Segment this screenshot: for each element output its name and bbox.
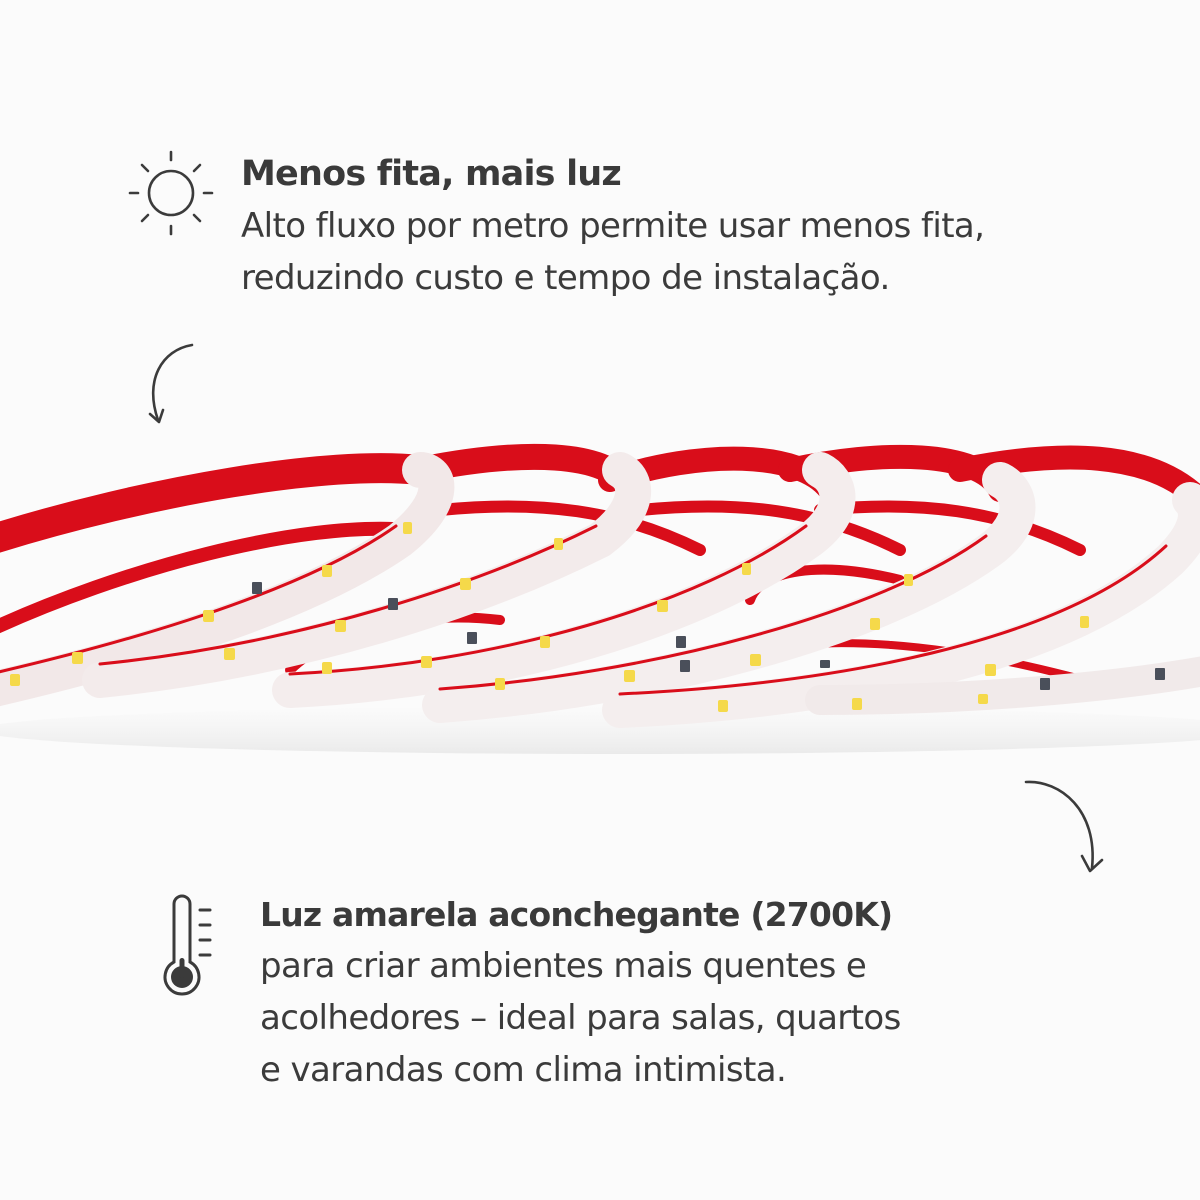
curved-arrow-icon bbox=[1024, 780, 1104, 873]
feature-title: Menos fita, mais luz bbox=[241, 154, 622, 194]
led-strip-image bbox=[0, 443, 1200, 754]
feature-description-line: para criar ambientes mais quentes e bbox=[260, 946, 867, 986]
feature-title: Luz amarela aconchegante (2700K) bbox=[260, 895, 893, 934]
feature-description-line: Alto fluxo por metro permite usar menos … bbox=[241, 206, 985, 246]
thermometer-icon bbox=[163, 894, 212, 996]
sun-icon bbox=[128, 150, 214, 236]
feature-text: Luz amarela aconchegante (2700K) para cr… bbox=[260, 890, 901, 1096]
feature-description-line: acolhedores – ideal para salas, quartos bbox=[260, 998, 901, 1038]
feature-description-line: reduzindo custo e tempo de instalação. bbox=[241, 258, 890, 298]
feature-text: Menos fita, mais luz Alto fluxo por metr… bbox=[241, 148, 985, 304]
feature-description-line: e varandas com clima intimista. bbox=[260, 1050, 787, 1090]
curved-arrow-icon bbox=[148, 343, 194, 424]
